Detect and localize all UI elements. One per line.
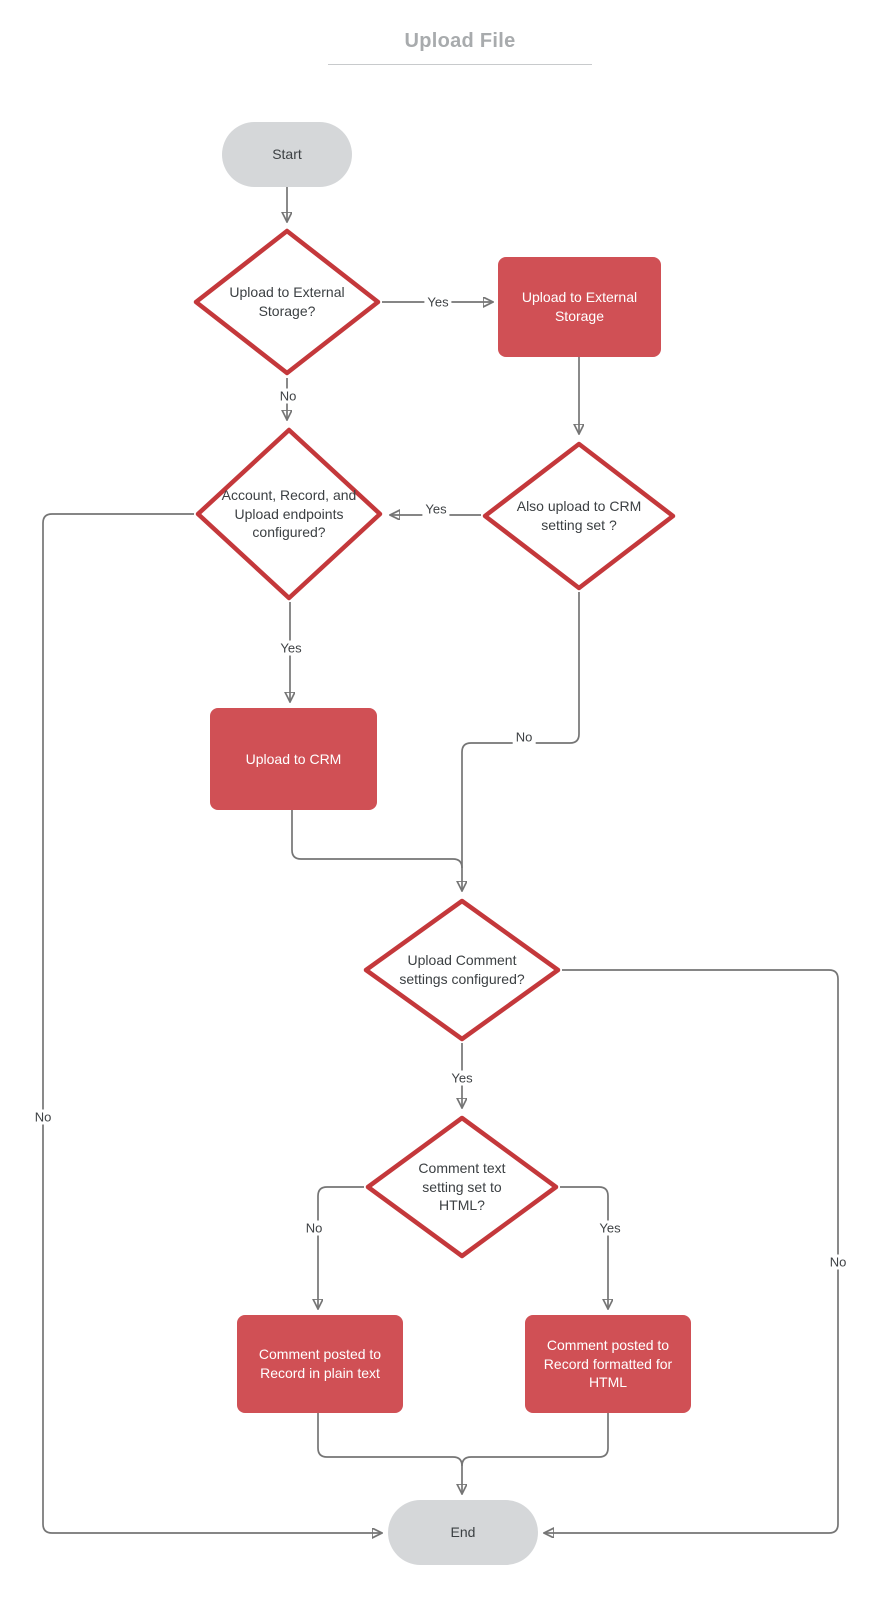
decision-crm-setting-label: Also upload to CRM setting set ? <box>516 498 642 533</box>
edge-label-comment-settings-yes: Yes <box>448 1070 476 1086</box>
end-label: End <box>450 1524 476 1541</box>
process-upload-external: Upload to External Storage <box>498 257 661 357</box>
start-node: Start <box>222 122 352 187</box>
page-title: Upload File <box>404 30 516 52</box>
process-upload-external-label: Upload to External Storage <box>521 289 638 324</box>
edge-commentsettings-no-long <box>545 969 839 1533</box>
decision-endpoints-configured: Account, Record, and Upload endpoints co… <box>194 426 384 602</box>
diamond-shape <box>482 441 676 591</box>
edge-htmlbox-to-end <box>461 1413 609 1467</box>
edge-label-endpoints-yes: Yes <box>277 640 305 656</box>
edge-label-external-no: No <box>276 388 300 404</box>
edge-label-endpoints-no: No <box>31 1109 55 1125</box>
process-comment-plain-label: Comment posted to Record in plain text <box>258 1346 382 1381</box>
decision-endpoints-configured-label: Account, Record, and Upload endpoints co… <box>221 486 357 541</box>
title-block: Upload File <box>328 30 592 65</box>
diamond-shape <box>363 898 561 1042</box>
diamond-shape <box>365 1115 559 1259</box>
edge-crmbox-to-merge <box>291 810 463 869</box>
decision-upload-external-label: Upload to External Storage? <box>229 284 345 319</box>
edge-label-comment-html-no: No <box>302 1220 326 1236</box>
decision-upload-external: Upload to External Storage? <box>192 227 382 377</box>
edge-label-comment-html-yes: Yes <box>596 1220 624 1236</box>
edge-label-comment-settings-no: No <box>826 1254 850 1270</box>
process-upload-crm-label: Upload to CRM <box>245 750 342 767</box>
decision-comment-html-label: Comment text setting set to HTML? <box>418 1159 506 1214</box>
decision-comment-html: Comment text setting set to HTML? <box>364 1114 560 1260</box>
edge-label-external-yes: Yes <box>424 294 452 310</box>
process-comment-html: Comment posted to Record formatted for H… <box>525 1315 691 1413</box>
process-comment-plain: Comment posted to Record in plain text <box>237 1315 403 1413</box>
edge-html-yes <box>560 1186 608 1308</box>
decision-crm-setting: Also upload to CRM setting set ? <box>481 440 677 592</box>
edge-label-crm-setting-yes: Yes <box>422 501 450 517</box>
decision-comment-settings: Upload Comment settings configured? <box>362 897 562 1043</box>
process-upload-crm: Upload to CRM <box>210 708 377 810</box>
start-label: Start <box>272 146 302 163</box>
process-comment-html-label: Comment posted to Record formatted for H… <box>543 1336 673 1391</box>
edge-html-no <box>318 1186 364 1308</box>
decision-comment-settings-label: Upload Comment settings configured? <box>399 952 525 987</box>
edge-plainbox-to-end <box>317 1413 462 1493</box>
diamond-shape <box>193 228 381 376</box>
edge-label-crm-setting-no: No <box>512 729 536 745</box>
end-node: End <box>388 1500 538 1565</box>
